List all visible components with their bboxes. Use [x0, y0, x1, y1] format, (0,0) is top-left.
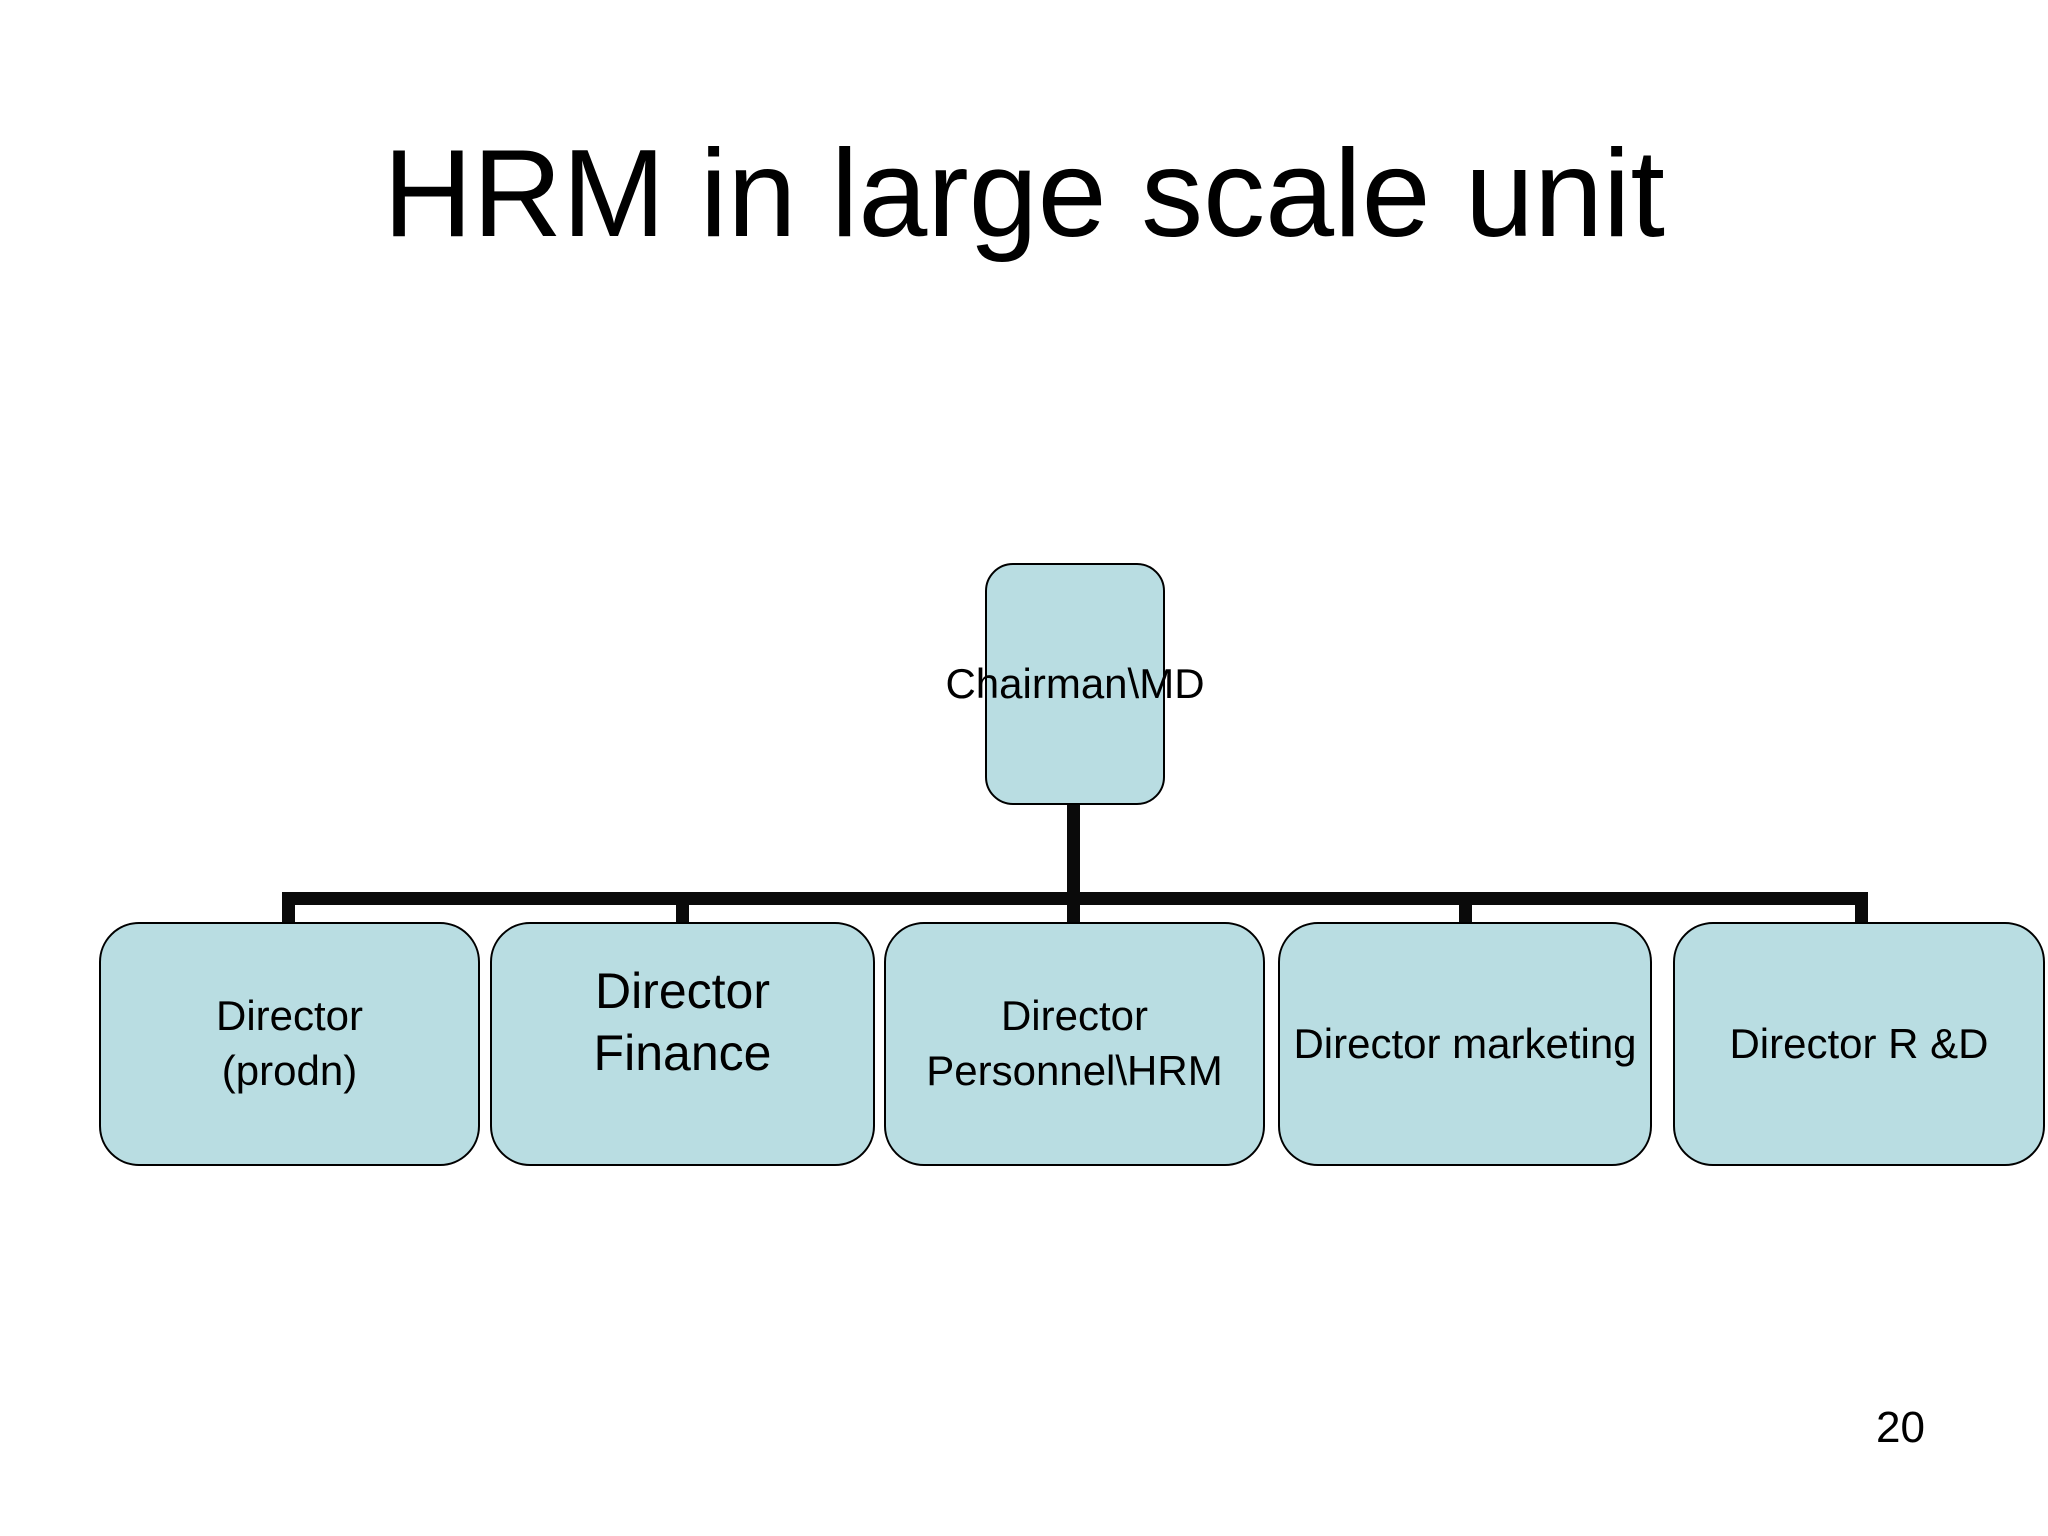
- connector-stub-finance: [676, 898, 689, 925]
- org-node-chairman-md: Chairman\MD: [945, 563, 1205, 805]
- org-node-director-rd: Director R &D: [1673, 922, 2045, 1166]
- connector-stub-marketing: [1459, 898, 1472, 925]
- org-node-director-prodn: Director (prodn): [99, 922, 480, 1166]
- org-node-label-line: (prodn): [221, 1047, 358, 1094]
- connector-stub-personnel: [1067, 898, 1080, 925]
- org-node-label: Director R &D: [1729, 1019, 1989, 1067]
- connector-stub-rd: [1855, 898, 1868, 925]
- org-node-director-marketing: Director marketing: [1278, 922, 1652, 1166]
- page-number: 20: [1876, 1403, 1925, 1452]
- slide-title: HRM in large scale unit: [383, 125, 1665, 263]
- org-node-label: Chairman\MD: [945, 659, 1205, 707]
- org-node-director-personnel-hrm: Director Personnel\HRM: [884, 922, 1265, 1166]
- org-node-label-line: Finance: [593, 1025, 772, 1081]
- org-node-director-finance: Director Finance: [490, 922, 875, 1166]
- org-node-label-line: Director: [594, 963, 770, 1019]
- org-node-label-line: Director: [215, 992, 364, 1040]
- connector-chairman-drop-line: [1067, 803, 1080, 905]
- org-node-label-line: Personnel\HRM: [926, 1047, 1223, 1094]
- org-node-label: Director marketing: [1293, 1019, 1637, 1067]
- org-node-label-line: Director: [1000, 992, 1148, 1040]
- connector-stub-prodn: [282, 898, 295, 925]
